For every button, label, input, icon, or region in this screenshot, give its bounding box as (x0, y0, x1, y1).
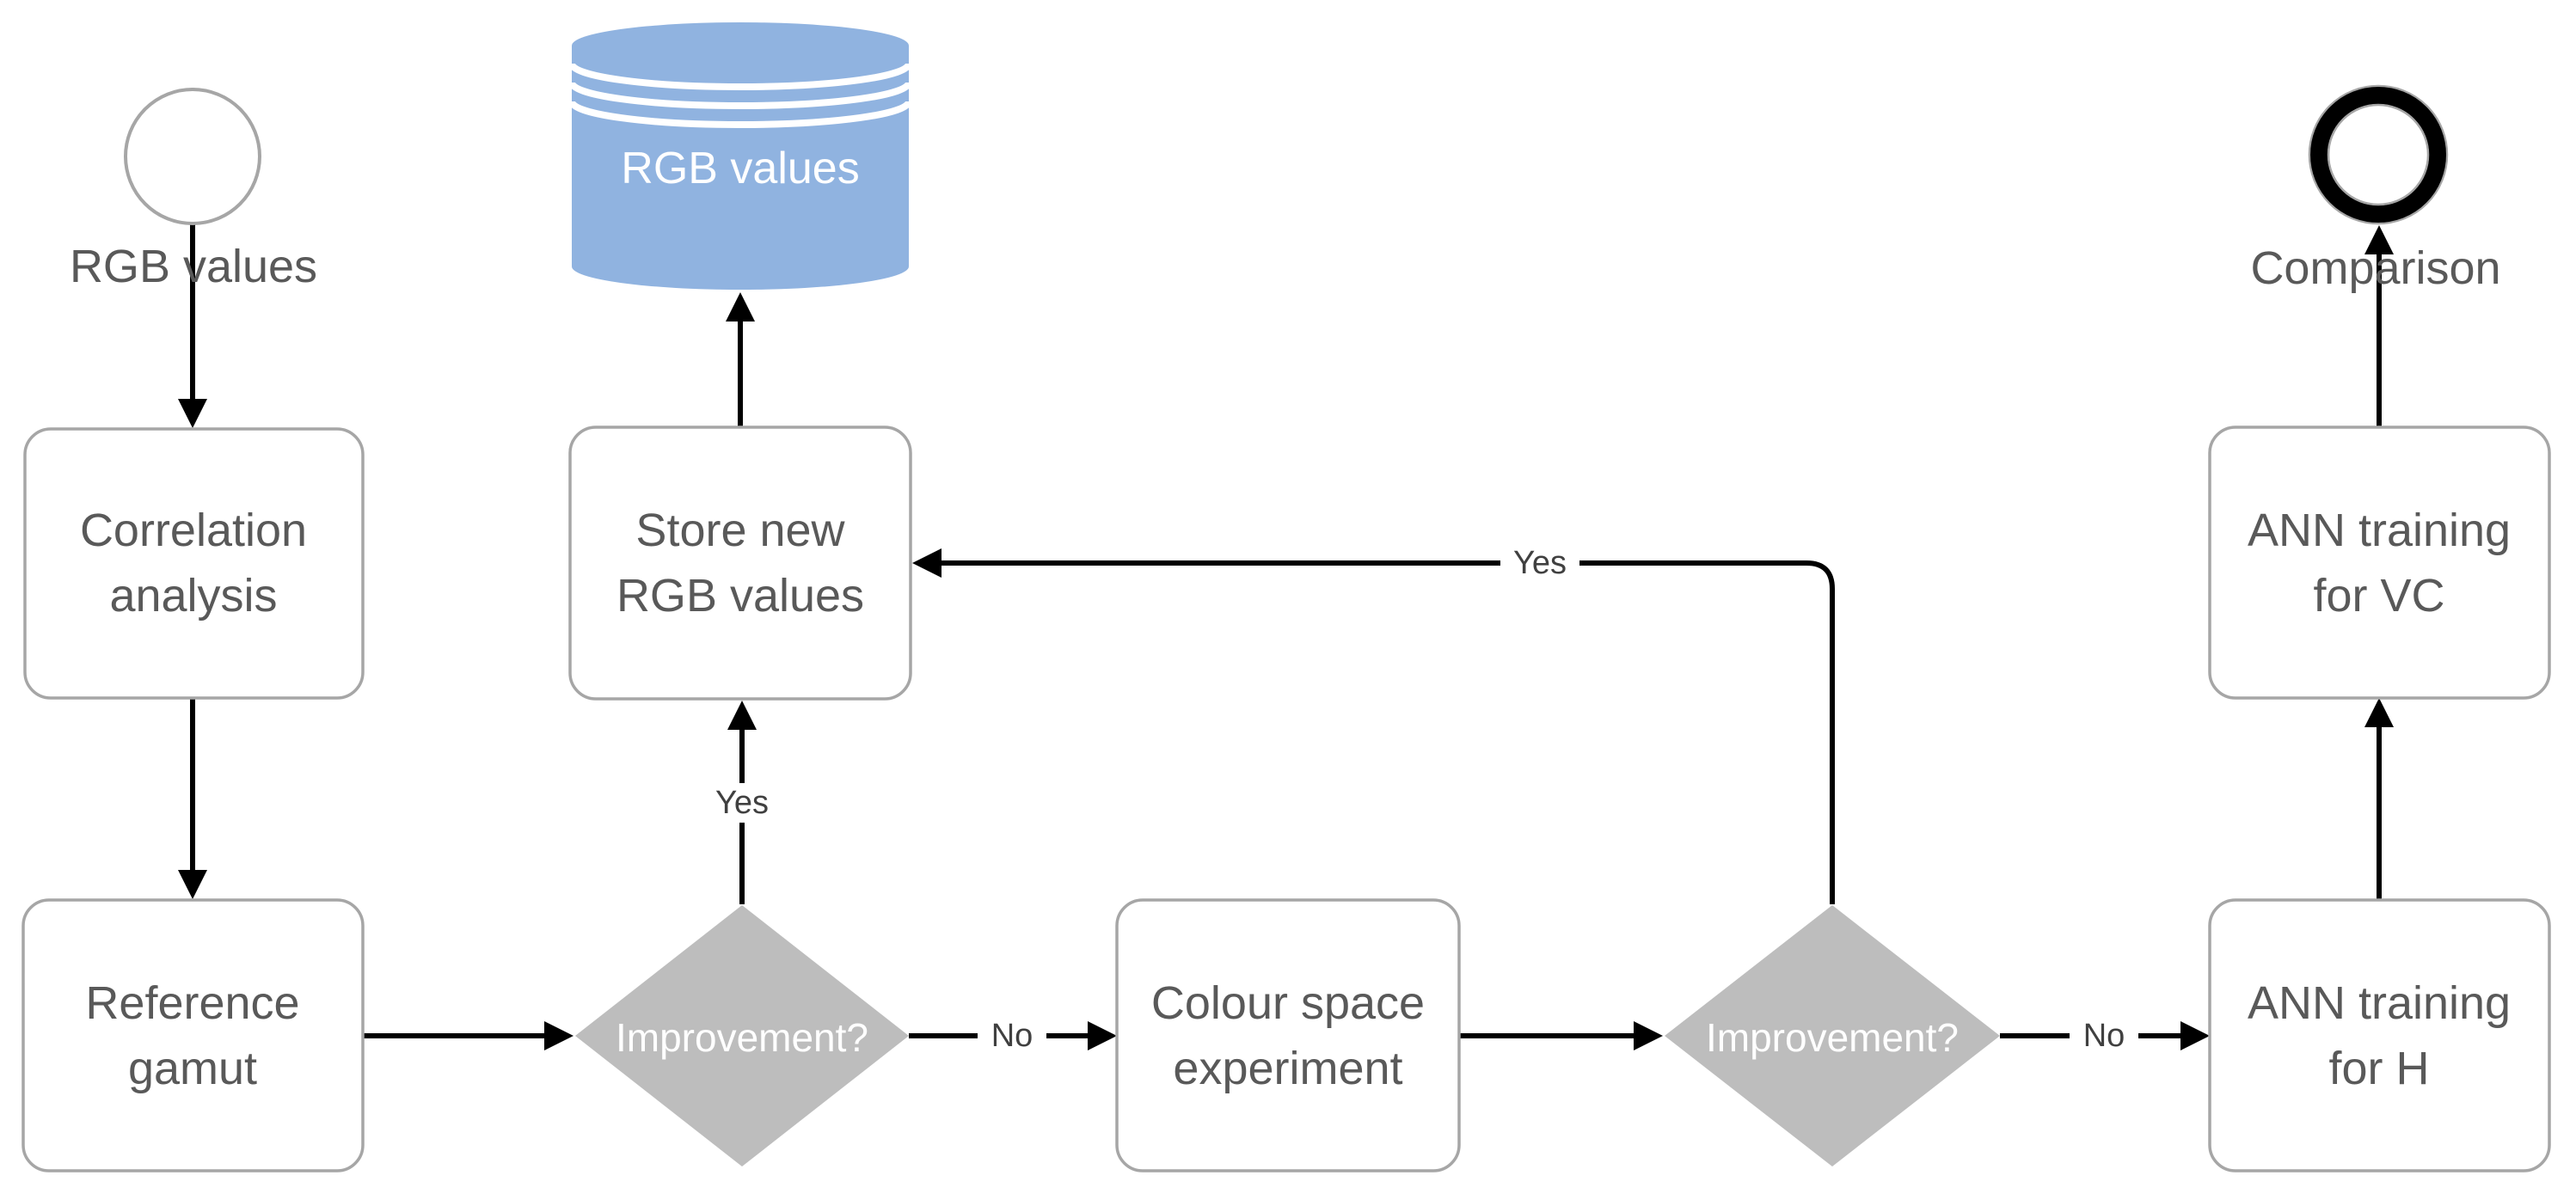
diamond-improvement-2 (1665, 905, 2000, 1166)
diamond-improvement-1-label: Improvement? (616, 1015, 868, 1060)
arrowhead-into-reference (178, 870, 207, 899)
arrowhead-into-annh (2180, 1021, 2210, 1050)
arrowhead-into-store-right (912, 548, 941, 578)
diamond-improvement-1 (575, 905, 909, 1166)
box-reference-gamut (21, 898, 365, 1172)
node-labels: RGB values Comparison Correlation analys… (70, 241, 2511, 1094)
edge-label-bg-no2 (2070, 1016, 2138, 1056)
datastore-stripe-2 (568, 82, 912, 109)
edge-improvement2-yes-to-store (938, 560, 1835, 904)
box-store-new-rgb-values (568, 426, 912, 701)
box-annh-line2: for H (2328, 1043, 2429, 1094)
box-correlation-analysis (23, 427, 365, 700)
datastore-label: RGB values (621, 144, 859, 193)
box-correlation-line2: analysis (109, 570, 277, 621)
datastore-stripe-3 (568, 101, 912, 128)
edge-label-bg-yes2 (1500, 543, 1579, 583)
box-correlation-line1: Correlation (80, 505, 307, 556)
end-event-label: Comparison (2250, 242, 2500, 294)
box-ann-training-h (2208, 898, 2551, 1172)
datastore-body (572, 22, 909, 290)
box-ann-training-vc (2208, 426, 2551, 700)
box-annh-line1: ANN training (2248, 977, 2511, 1029)
box-annvc-line2: for VC (2313, 570, 2444, 621)
activity-boxes (21, 88, 2551, 1172)
box-colour-line2: experiment (1173, 1043, 1402, 1094)
box-store-line1: Store new (635, 505, 845, 556)
arrowhead-into-colour (1088, 1021, 1117, 1050)
end-event (2308, 84, 2449, 225)
edge-label-bg-no1 (978, 1016, 1046, 1056)
arrowhead-into-store-bottom (727, 701, 757, 730)
edge-label-yes2: Yes (1513, 545, 1567, 581)
arrowhead-into-datastore (726, 292, 755, 321)
datastore-stripe-1 (568, 63, 912, 90)
box-reference-line2: gamut (128, 1043, 257, 1094)
diamond-improvement-2-label: Improvement? (1706, 1015, 1959, 1060)
edge-label-no2: No (2083, 1018, 2125, 1054)
arrowheads (178, 225, 2394, 1050)
edge-labels: Yes Yes No No (703, 543, 2138, 1056)
edge-label-yes1: Yes (715, 785, 769, 821)
box-reference-line1: Reference (85, 977, 299, 1029)
start-event-label: RGB values (70, 241, 317, 292)
decision-diamonds (575, 905, 2000, 1166)
edge-label-bg-yes1 (703, 783, 781, 823)
box-colour-space-experiment (1115, 898, 1461, 1172)
end-event-ring (2310, 87, 2446, 223)
datastore-cylinder: RGB values (568, 22, 912, 290)
edge-label-no1: No (991, 1018, 1033, 1054)
end-event-inner-outline (2327, 103, 2430, 206)
box-store-line2: RGB values (616, 570, 864, 621)
arrowhead-into-end-event (2364, 225, 2394, 254)
box-colour-line1: Colour space (1151, 977, 1425, 1029)
arrowhead-into-improvement1 (544, 1021, 573, 1050)
arrowhead-into-correlation (178, 399, 207, 428)
start-event-circle (124, 88, 261, 225)
box-annvc-line1: ANN training (2248, 505, 2511, 556)
arrowhead-into-improvement2 (1634, 1021, 1663, 1050)
arrowhead-into-annvc (2364, 698, 2394, 727)
end-event-outer-outline (2308, 84, 2449, 225)
